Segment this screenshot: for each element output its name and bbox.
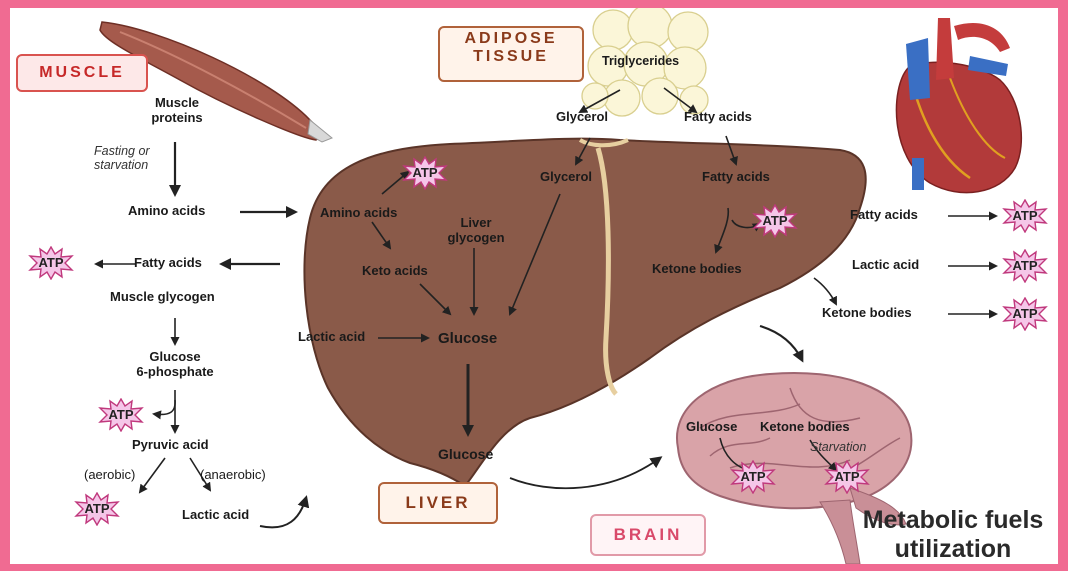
pyruvic-acid-label: Pyruvic acid	[132, 438, 209, 453]
liver-glycerol-label: Glycerol	[540, 170, 592, 185]
atp-text: ATP	[402, 156, 448, 190]
liver-lactic-acid-label: Lactic acid	[298, 330, 365, 345]
atp-badge: ATP	[98, 398, 144, 432]
liver-glucose-label: Glucose	[438, 330, 497, 347]
muscle-lactic-acid-label: Lactic acid	[182, 508, 249, 523]
diagram-graphics	[10, 8, 1058, 564]
muscle-glycogen-label: Muscle glycogen	[110, 290, 215, 305]
glucose-6-phosphate-label: Glucose 6-phosphate	[136, 350, 213, 380]
fasting-label: Fasting or starvation	[94, 144, 150, 173]
atp-text: ATP	[1002, 199, 1048, 233]
liver-fatty-acids-label: Fatty acids	[702, 170, 770, 185]
atp-badge: ATP	[402, 156, 448, 190]
liver-glycogen-label: Liver glycogen	[447, 216, 504, 246]
atp-text: ATP	[1002, 297, 1048, 331]
muscle-proteins-label: Muscle proteins	[151, 96, 202, 126]
heart-lactic-acid-label: Lactic acid	[852, 258, 919, 273]
keto-acids-label: Keto acids	[362, 264, 428, 279]
glucose-output-label: Glucose	[438, 446, 493, 462]
aerobic-label: (aerobic)	[84, 468, 135, 483]
heart-fatty-acids-label: Fatty acids	[850, 208, 918, 223]
adipose-fatty-acids-label: Fatty acids	[684, 110, 752, 125]
muscle-fatty-acids-label: Fatty acids	[134, 256, 202, 271]
atp-badge: ATP	[74, 492, 120, 526]
adipose-organ-box: ADIPOSE TISSUE	[438, 26, 584, 82]
muscle-organ-box: MUSCLE	[16, 54, 148, 92]
heart-ketone-bodies-label: Ketone bodies	[822, 306, 912, 321]
liver-ketone-bodies-label: Ketone bodies	[652, 262, 742, 277]
triglycerides-label: Triglycerides	[602, 54, 679, 68]
atp-text: ATP	[824, 460, 870, 494]
brain-organ-box: BRAIN	[590, 514, 706, 556]
diagram-title: Metabolic fuels utilization	[848, 506, 1058, 564]
atp-text: ATP	[74, 492, 120, 526]
adipose-glycerol-label: Glycerol	[556, 110, 608, 125]
atp-text: ATP	[1002, 249, 1048, 283]
muscle-amino-acids-label: Amino acids	[128, 204, 205, 219]
atp-badge: ATP	[1002, 199, 1048, 233]
starvation-label: Starvation	[810, 440, 866, 454]
atp-text: ATP	[752, 204, 798, 238]
atp-badge: ATP	[28, 246, 74, 280]
atp-badge: ATP	[824, 460, 870, 494]
atp-badge: ATP	[1002, 249, 1048, 283]
atp-badge: ATP	[730, 460, 776, 494]
liver-amino-acids-label: Amino acids	[320, 206, 397, 221]
atp-badge: ATP	[1002, 297, 1048, 331]
atp-text: ATP	[730, 460, 776, 494]
atp-text: ATP	[28, 246, 74, 280]
heart-illustration	[896, 18, 1021, 193]
atp-text: ATP	[98, 398, 144, 432]
anaerobic-label: (anaerobic)	[200, 468, 266, 483]
brain-ketone-bodies-label: Ketone bodies	[760, 420, 850, 435]
liver-organ-box: LIVER	[378, 482, 498, 524]
atp-badge: ATP	[752, 204, 798, 238]
diagram-frame: MUSCLE ADIPOSE TISSUE LIVER BRAIN Muscle…	[10, 8, 1058, 564]
brain-glucose-label: Glucose	[686, 420, 737, 435]
